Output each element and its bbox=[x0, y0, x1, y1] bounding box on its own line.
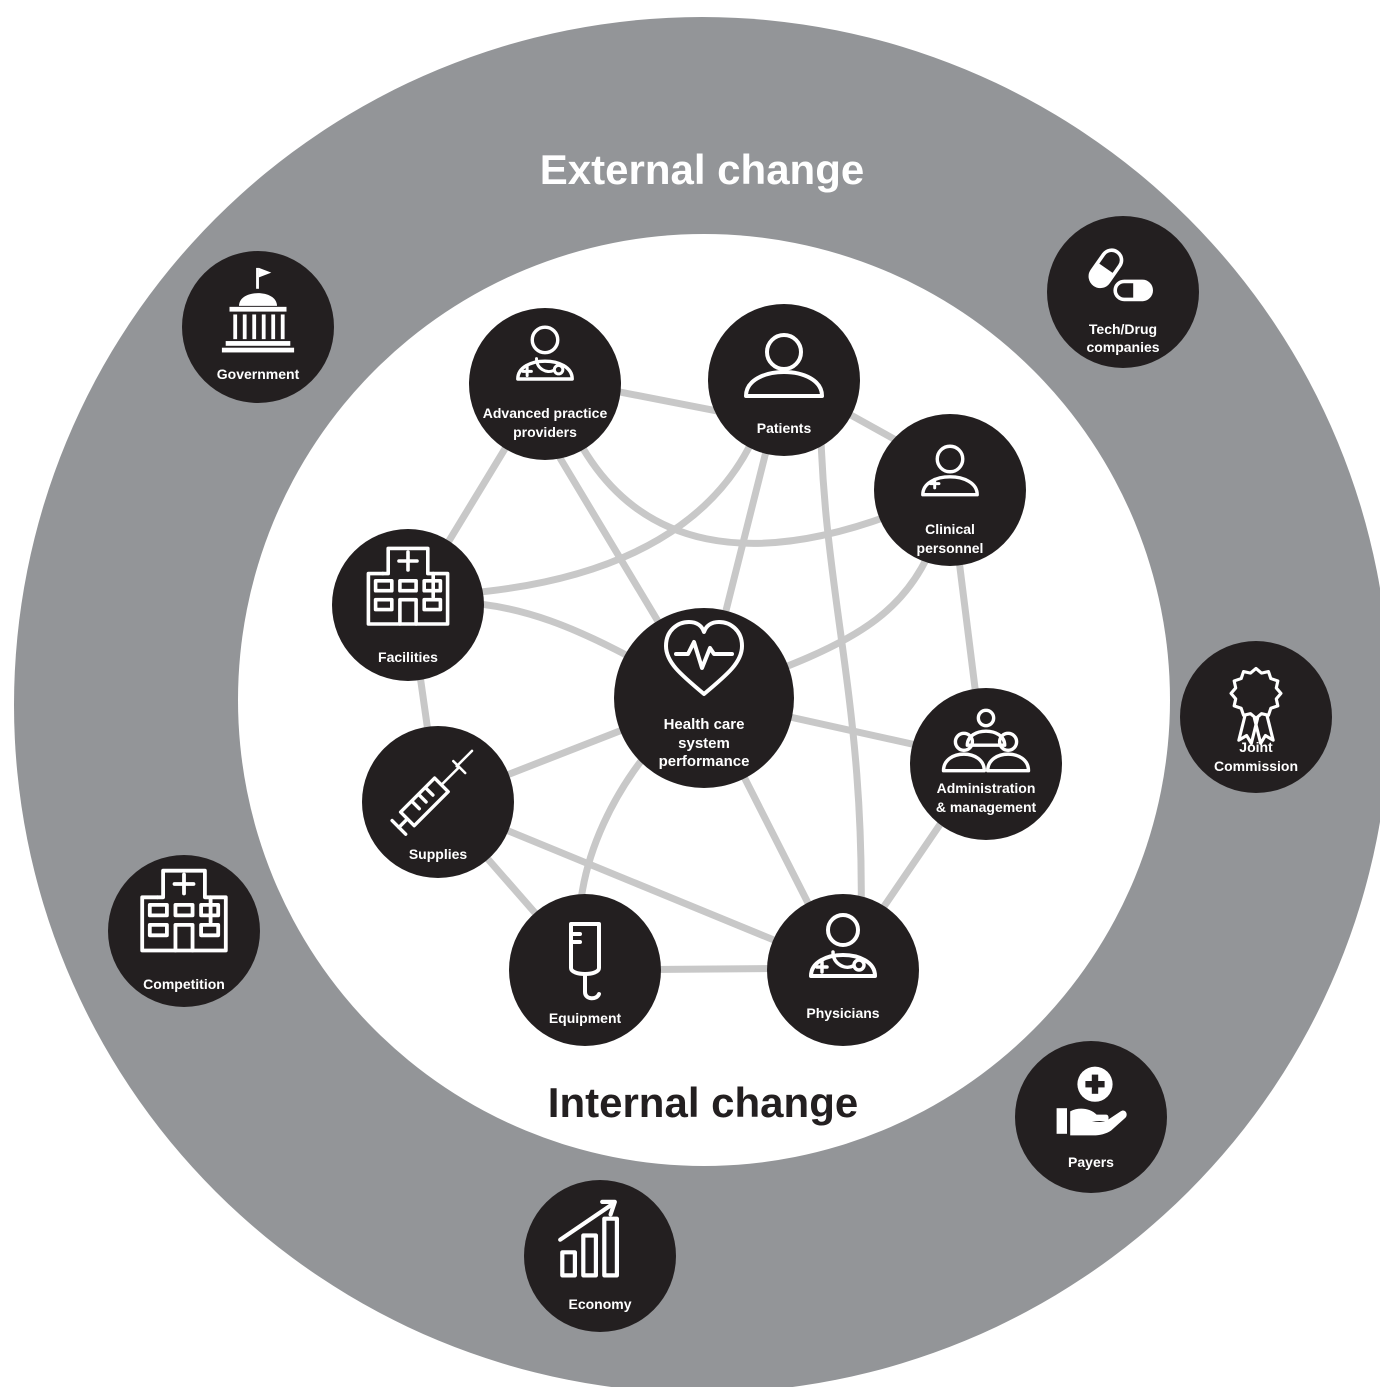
node-label: Physicians bbox=[806, 1005, 879, 1021]
node-tech-drug-companies[interactable]: Tech/Drug companies bbox=[1047, 216, 1199, 368]
node-economy[interactable]: Economy bbox=[524, 1180, 676, 1332]
node-label: Tech/Drug bbox=[1089, 321, 1157, 337]
external-change-title: External change bbox=[540, 146, 864, 193]
svg-text:Government: Government bbox=[217, 366, 300, 382]
node-advanced-practice-providers[interactable]: Advanced practice providers bbox=[469, 308, 621, 460]
center-node-label: system bbox=[678, 735, 730, 752]
node-label: Government bbox=[217, 366, 300, 382]
node-competition[interactable]: Competition bbox=[108, 855, 260, 1007]
node-label: Facilities bbox=[378, 649, 438, 665]
svg-text:Economy: Economy bbox=[568, 1296, 631, 1312]
center-node-label: performance bbox=[659, 753, 750, 770]
node-label: Clinical bbox=[925, 521, 975, 537]
svg-text:Competition: Competition bbox=[143, 976, 225, 992]
svg-text:Physicians: Physicians bbox=[806, 1005, 879, 1021]
svg-text:Equipment: Equipment bbox=[549, 1010, 622, 1026]
svg-text:Patients: Patients bbox=[757, 420, 812, 436]
node-label: personnel bbox=[917, 540, 984, 556]
node-label: Economy bbox=[568, 1296, 631, 1312]
svg-text:Facilities: Facilities bbox=[378, 649, 438, 665]
svg-text:Payers: Payers bbox=[1068, 1154, 1114, 1170]
node-supplies[interactable]: Supplies bbox=[362, 726, 514, 878]
node-label: Administration bbox=[937, 780, 1036, 796]
node-label: Joint bbox=[1239, 739, 1273, 755]
svg-text:Administration& management: Administration & management bbox=[936, 780, 1037, 815]
node-label: Patients bbox=[757, 420, 812, 436]
node-payers[interactable]: Payers bbox=[1015, 1041, 1167, 1193]
node-physicians[interactable]: Physicians bbox=[767, 894, 919, 1046]
node-label: & management bbox=[936, 799, 1037, 815]
node-government[interactable]: Government bbox=[182, 251, 334, 403]
node-label: Payers bbox=[1068, 1154, 1114, 1170]
node-label: companies bbox=[1086, 339, 1159, 355]
node-equipment[interactable]: Equipment bbox=[509, 894, 661, 1046]
center-node-label: Health care bbox=[664, 716, 745, 733]
node-clinical-personnel[interactable]: Clinical personnel bbox=[874, 414, 1026, 566]
svg-text:Supplies: Supplies bbox=[409, 846, 468, 862]
internal-change-title: Internal change bbox=[548, 1079, 858, 1126]
node-facilities[interactable]: Facilities bbox=[332, 529, 484, 681]
node-label: Equipment bbox=[549, 1010, 622, 1026]
node-patients[interactable]: Patients bbox=[708, 304, 860, 456]
node-label: Commission bbox=[1214, 758, 1298, 774]
node-label: Supplies bbox=[409, 846, 468, 862]
node-label: providers bbox=[513, 424, 577, 440]
node-label: Advanced practice bbox=[483, 405, 608, 421]
node-label: Competition bbox=[143, 976, 225, 992]
node-administration-management[interactable]: Administration & management bbox=[910, 688, 1062, 840]
